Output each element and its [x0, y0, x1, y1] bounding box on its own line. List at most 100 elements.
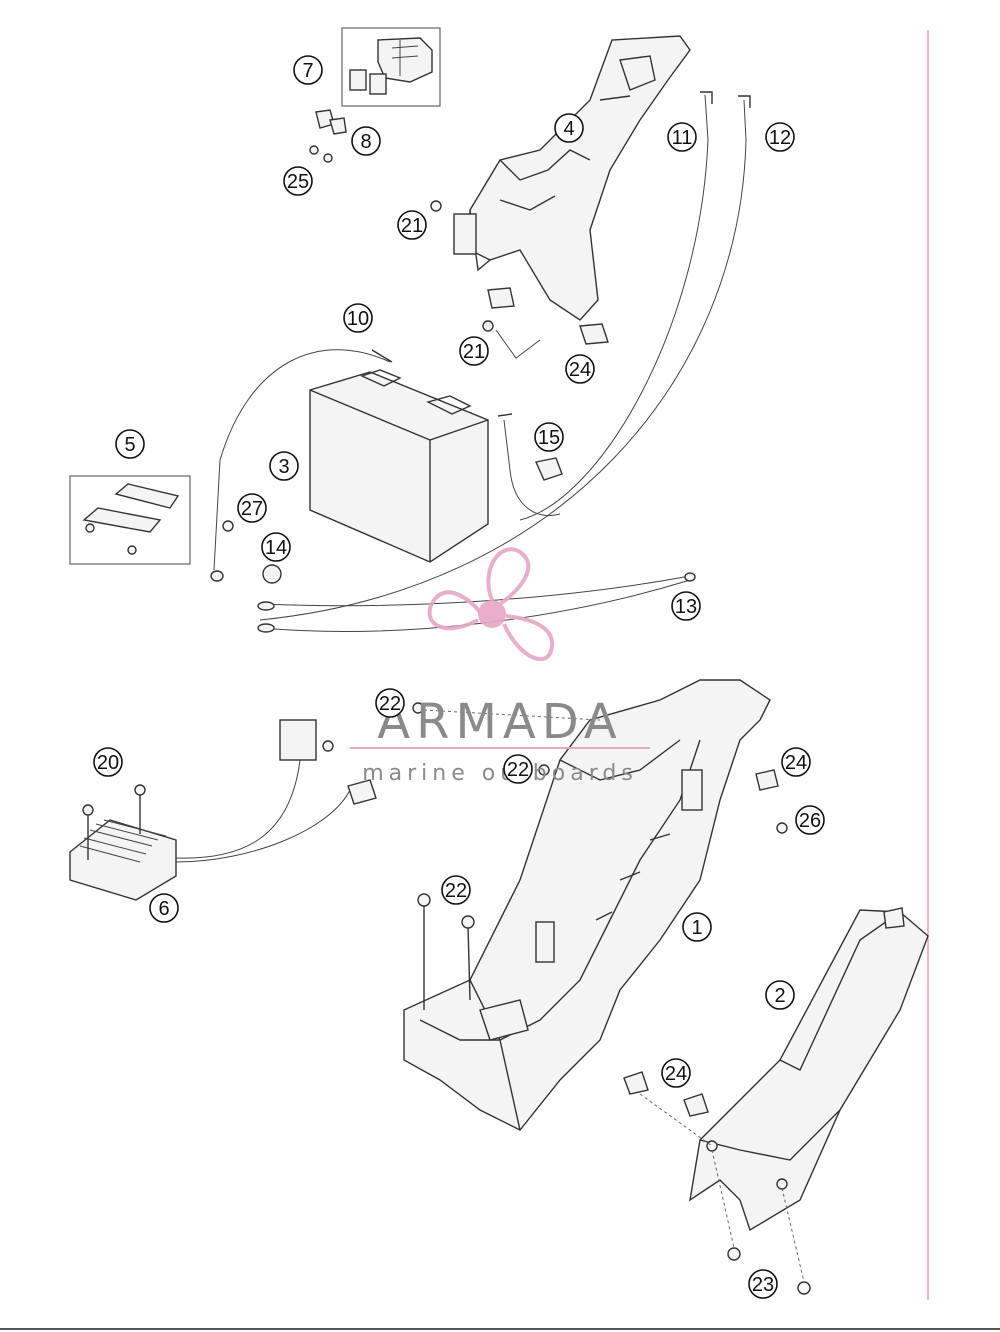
callout-circle [293, 55, 323, 85]
callout-label: 24 [569, 359, 591, 381]
part-24-nut-right [755, 769, 779, 791]
callout-5: 5 [115, 429, 145, 459]
callout-label: 27 [241, 498, 263, 520]
callout-24: 24 [661, 1058, 691, 1088]
callout-circle [565, 354, 595, 384]
callout-label: 5 [124, 434, 135, 456]
callout-3: 3 [269, 451, 299, 481]
part-26-screw [776, 822, 788, 834]
part-3-battery [309, 369, 489, 563]
cable-11 [519, 91, 713, 521]
callout-circle [554, 113, 584, 143]
callout-15: 15 [534, 422, 564, 452]
part-5-brackets [69, 475, 191, 565]
callout-27: 27 [237, 493, 267, 523]
part-25-screws [309, 145, 333, 163]
callout-circle [397, 210, 427, 240]
callout-11: 11 [667, 122, 697, 152]
callout-13: 13 [671, 591, 701, 621]
callout-label: 25 [287, 171, 309, 193]
callout-21: 21 [397, 210, 427, 240]
part-21-screw-lower [482, 320, 541, 359]
callout-23: 23 [748, 1269, 778, 1299]
part-22-screws-bottom [417, 893, 475, 1010]
callout-circle [781, 747, 811, 777]
callout-circle [269, 451, 299, 481]
callout-21: 21 [459, 336, 489, 366]
part-22-screw-mid [538, 764, 550, 776]
part-2-cover [689, 907, 929, 1232]
callout-12: 12 [765, 122, 795, 152]
cable-10 [210, 349, 393, 582]
callout-circle [115, 429, 145, 459]
callout-8: 8 [351, 126, 381, 156]
callout-24: 24 [565, 354, 595, 384]
part-15-terminal [497, 413, 563, 517]
part-21-screw-upper [430, 200, 442, 212]
callout-label: 6 [158, 898, 169, 920]
callout-label: 7 [302, 60, 313, 82]
callout-circle [441, 875, 471, 905]
callout-label: 23 [752, 1274, 774, 1296]
part-8-clips [315, 109, 347, 135]
callout-label: 10 [347, 308, 369, 330]
callout-label: 2 [774, 985, 785, 1007]
part-6-regulator [69, 719, 377, 901]
callout-circle [748, 1269, 778, 1299]
armada-logo [427, 547, 555, 661]
callout-label: 21 [401, 215, 423, 237]
callout-7: 7 [293, 55, 323, 85]
watermark-brand: ARMADA [377, 694, 622, 750]
callout-circle [795, 805, 825, 835]
part-22-screw-top [412, 702, 601, 721]
callout-label: 11 [672, 127, 693, 149]
callout-circle [661, 1058, 691, 1088]
callout-circle [237, 493, 267, 523]
part-1-housing [403, 679, 771, 1131]
cable-13 [257, 572, 696, 633]
callout-circle [765, 980, 795, 1010]
callout-4: 4 [554, 113, 584, 143]
callout-label: 22 [379, 693, 401, 715]
part-23-screws [711, 1149, 811, 1295]
callout-circle [765, 122, 795, 152]
part-7-connector [341, 27, 441, 107]
callout-1: 1 [682, 912, 712, 942]
callout-circle [682, 912, 712, 942]
callout-6: 6 [149, 893, 179, 923]
part-14-cap [262, 564, 282, 584]
callout-10: 10 [343, 303, 373, 333]
callout-circle [149, 893, 179, 923]
callout-label: 24 [665, 1063, 687, 1085]
callout-circle [93, 747, 123, 777]
callout-25: 25 [283, 166, 313, 196]
callout-20: 20 [93, 747, 123, 777]
callout-label: 8 [360, 131, 371, 153]
callout-label: 20 [97, 752, 119, 774]
part-4-bracket [453, 35, 691, 345]
callout-circle [667, 122, 697, 152]
callout-2: 2 [765, 980, 795, 1010]
callout-circle [261, 532, 291, 562]
callout-label: 15 [538, 427, 560, 449]
part-27-screw [222, 520, 234, 532]
callout-circle [283, 166, 313, 196]
callout-label: 14 [265, 537, 287, 559]
callout-label: 3 [278, 456, 289, 478]
callout-label: 26 [799, 810, 821, 832]
callout-24: 24 [781, 747, 811, 777]
callout-label: 12 [769, 127, 791, 149]
callout-label: 22 [507, 759, 529, 781]
callout-circle [671, 591, 701, 621]
callout-label: 24 [785, 752, 807, 774]
callout-circle [343, 303, 373, 333]
callout-circle [459, 336, 489, 366]
callout-22: 22 [375, 688, 405, 718]
callout-label: 4 [563, 118, 574, 140]
callout-26: 26 [795, 805, 825, 835]
callout-label: 1 [691, 917, 702, 939]
callout-circle [351, 126, 381, 156]
callout-14: 14 [261, 532, 291, 562]
